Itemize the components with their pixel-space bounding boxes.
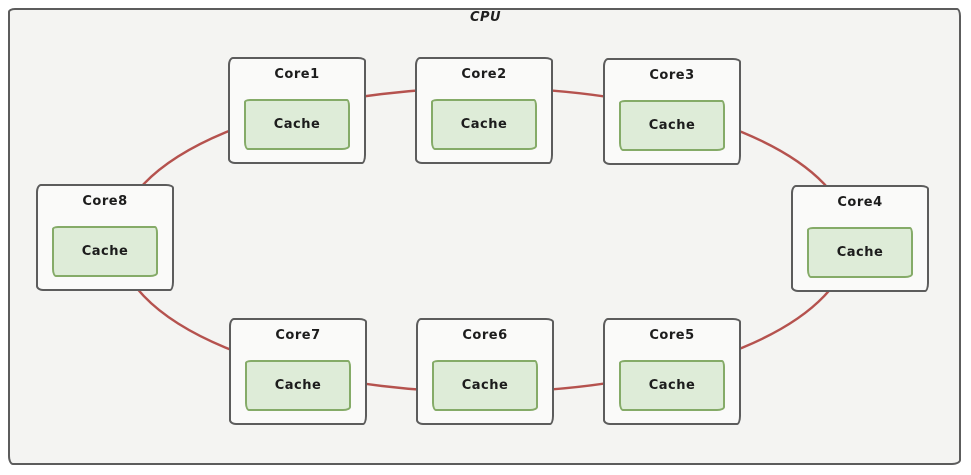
cache-box: Cache [52,226,158,277]
core-label: Core5 [649,328,695,343]
core-label: Core4 [837,195,883,210]
core-label: Core2 [461,67,507,82]
cache-box: Cache [244,99,350,150]
core-box-1: Core1 Cache [228,57,366,164]
cache-box: Cache [619,100,725,151]
core-box-6: Core6 Cache [416,318,554,425]
cache-box: Cache [245,360,351,411]
core-box-3: Core3 Cache [603,58,741,165]
cache-box: Cache [432,360,538,411]
core-box-2: Core2 Cache [415,57,553,164]
core-box-4: Core4 Cache [791,185,929,292]
core-box-8: Core8 Cache [36,184,174,291]
core-label: Core3 [649,68,695,83]
core-label: Core8 [82,194,128,209]
cache-box: Cache [807,227,913,278]
cpu-title: CPU [469,10,502,25]
cache-box: Cache [619,360,725,411]
core-label: Core7 [275,328,321,343]
core-label: Core1 [274,67,320,82]
core-label: Core6 [462,328,508,343]
cache-box: Cache [431,99,537,150]
core-box-7: Core7 Cache [229,318,367,425]
core-box-5: Core5 Cache [603,318,741,425]
